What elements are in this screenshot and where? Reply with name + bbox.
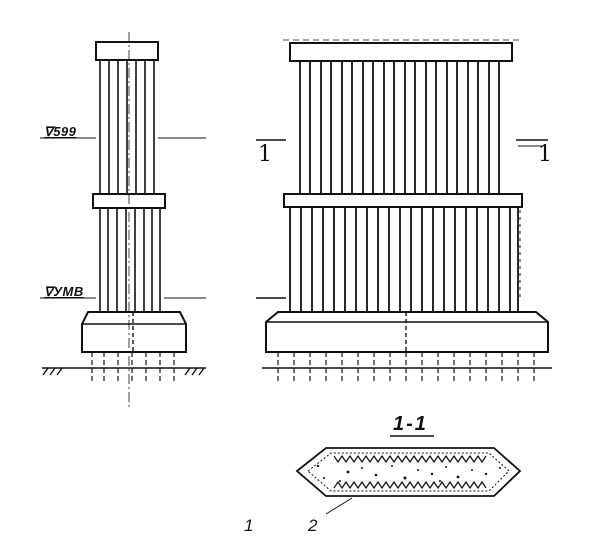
side-piles bbox=[91, 352, 175, 382]
front-lower-shaft bbox=[289, 207, 519, 312]
callout-leader-2 bbox=[325, 497, 353, 515]
callout-2: 2 bbox=[308, 516, 318, 535]
front-cap bbox=[289, 42, 513, 62]
level-mark-top: ∇599 bbox=[44, 124, 77, 139]
side-elevation bbox=[40, 32, 206, 410]
side-lower-shaft bbox=[99, 208, 161, 312]
side-water-levels bbox=[40, 137, 206, 299]
side-upper-shaft bbox=[99, 60, 155, 194]
section-top-teeth bbox=[333, 454, 487, 464]
front-belt bbox=[283, 193, 523, 208]
front-upper-shaft bbox=[299, 61, 500, 194]
section-cut-markers bbox=[256, 139, 548, 147]
side-footing bbox=[81, 311, 187, 353]
section-cut-label-left: 1 bbox=[258, 142, 272, 167]
section-inner-outline bbox=[307, 452, 510, 492]
section-concrete-speckle bbox=[316, 464, 501, 482]
level-mark-low-water: ∇УМВ bbox=[44, 284, 84, 299]
callout-1: 1 bbox=[244, 516, 254, 535]
side-ground bbox=[42, 367, 206, 376]
front-elevation bbox=[256, 39, 552, 384]
section-outline bbox=[295, 447, 522, 497]
front-footing bbox=[265, 311, 549, 353]
section-bottom-teeth bbox=[333, 480, 487, 490]
section-plan bbox=[295, 435, 522, 515]
section-title: 1-1 bbox=[393, 413, 428, 435]
side-cap bbox=[95, 41, 159, 61]
section-cut-label-right: 1 bbox=[538, 142, 552, 167]
